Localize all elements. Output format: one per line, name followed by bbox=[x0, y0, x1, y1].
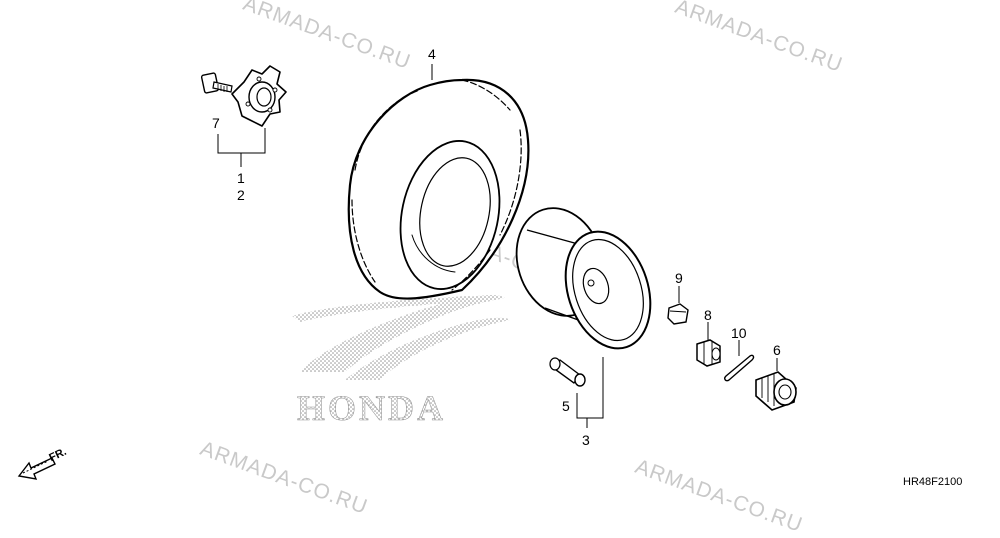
callout-3: 3 bbox=[582, 432, 590, 448]
wheel-rim bbox=[515, 207, 652, 350]
cap bbox=[667, 303, 689, 325]
callout-5: 5 bbox=[562, 398, 570, 414]
callout-1: 1 bbox=[237, 170, 245, 186]
honda-wing-logo bbox=[292, 294, 510, 380]
front-arrow-icon bbox=[17, 457, 56, 480]
callout-9: 9 bbox=[675, 270, 683, 286]
callout-8: 8 bbox=[704, 307, 712, 323]
parts-diagram: ARMADA-CO.RU ARMADA-CO.RU ARMADA-CO.RU A… bbox=[17, 0, 963, 537]
leader-lines bbox=[217, 64, 778, 428]
honda-logo-text: HONDA bbox=[297, 388, 446, 428]
cotter-pin bbox=[724, 354, 755, 382]
nut bbox=[755, 371, 797, 411]
tire bbox=[347, 78, 530, 300]
callout-10: 10 bbox=[731, 325, 747, 341]
hub-bolt bbox=[200, 72, 233, 94]
callout-2: 2 bbox=[237, 187, 245, 203]
hub-assembly bbox=[231, 65, 287, 127]
castle-nut bbox=[696, 339, 721, 367]
valve-stem bbox=[549, 357, 586, 387]
callout-6: 6 bbox=[773, 342, 781, 358]
callout-4: 4 bbox=[428, 46, 436, 62]
diagram-code: HR48F2100 bbox=[903, 476, 963, 488]
callout-7: 7 bbox=[212, 115, 220, 131]
diagram-drawing: HONDA bbox=[17, 64, 797, 480]
